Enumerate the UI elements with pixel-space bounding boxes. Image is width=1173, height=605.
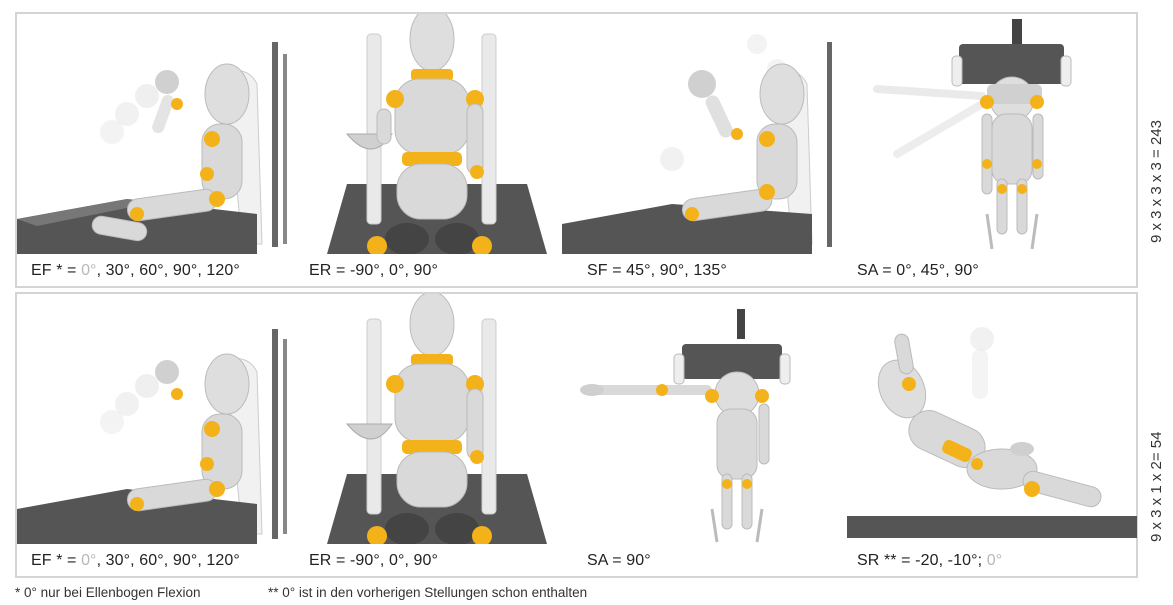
caption-suffix: , 30°, 60°, 90°, 120° [97, 552, 240, 569]
caption-external-rotation: ER = -90°, 0°, 90° [309, 262, 438, 280]
caption-prefix: ER = -90°, 0°, 90° [309, 552, 438, 569]
caption-prefix: SR ** = -20, -10°; [857, 552, 987, 569]
mannequin-figure [307, 14, 562, 254]
mannequin-figure [562, 14, 847, 254]
mannequin-elbow-flexion-side-view [17, 14, 307, 254]
bottom-row-panel: EF * = 0°, 30°, 60°, 90°, 120° ER = -90°… [15, 292, 1138, 578]
mannequin-shoulder-abduction-top-view [847, 14, 1117, 254]
caption-prefix: ER = -90°, 0°, 90° [309, 262, 438, 279]
mannequin-figure [17, 294, 307, 544]
mannequin-elbow-flexion-side-view [17, 294, 307, 544]
caption-shoulder-abduction: SA = 90° [587, 552, 651, 570]
caption-prefix: SA = 90° [587, 552, 651, 569]
mannequin-shoulder-rotation-side-view [847, 294, 1137, 544]
caption-grey-value: 0° [987, 552, 1003, 569]
top-row-combination-count: 9 x 3 x 3 x 3 = 243 [1148, 120, 1165, 243]
caption-prefix: EF * = [31, 262, 81, 279]
caption-prefix: SF = 45°, 90°, 135° [587, 262, 727, 279]
caption-external-rotation: ER = -90°, 0°, 90° [309, 552, 438, 570]
bottom-row-combination-count: 9 x 3 x 1 x 2= 54 [1148, 432, 1165, 543]
mannequin-figure [17, 14, 307, 254]
top-row-panel: EF * = 0°, 30°, 60°, 90°, 120° ER = -90°… [15, 12, 1138, 288]
caption-elbow-flexion: EF * = 0°, 30°, 60°, 90°, 120° [31, 552, 240, 570]
mannequin-shoulder-abduction-top-view [562, 294, 847, 544]
caption-suffix: , 30°, 60°, 90°, 120° [97, 262, 240, 279]
mannequin-external-rotation-front-view [307, 294, 562, 544]
mannequin-figure [562, 294, 847, 544]
footnote-previous-positions: ** 0° ist in den vorherigen Stellungen s… [268, 585, 587, 600]
mannequin-figure [847, 294, 1137, 544]
caption-shoulder-flexion: SF = 45°, 90°, 135° [587, 262, 727, 280]
caption-shoulder-abduction: SA = 0°, 45°, 90° [857, 262, 979, 280]
mannequin-shoulder-flexion-side-view [562, 14, 847, 254]
mannequin-figure [847, 14, 1117, 254]
caption-prefix: SA = 0°, 45°, 90° [857, 262, 979, 279]
caption-elbow-flexion: EF * = 0°, 30°, 60°, 90°, 120° [31, 262, 240, 280]
mannequin-figure [307, 294, 562, 544]
mannequin-external-rotation-front-view [307, 14, 562, 254]
caption-grey-value: 0° [81, 262, 97, 279]
caption-prefix: EF * = [31, 552, 81, 569]
footnote-elbow-flexion: * 0° nur bei Ellenbogen Flexion [15, 585, 201, 600]
caption-grey-value: 0° [81, 552, 97, 569]
caption-shoulder-rotation: SR ** = -20, -10°; 0° [857, 552, 1002, 570]
